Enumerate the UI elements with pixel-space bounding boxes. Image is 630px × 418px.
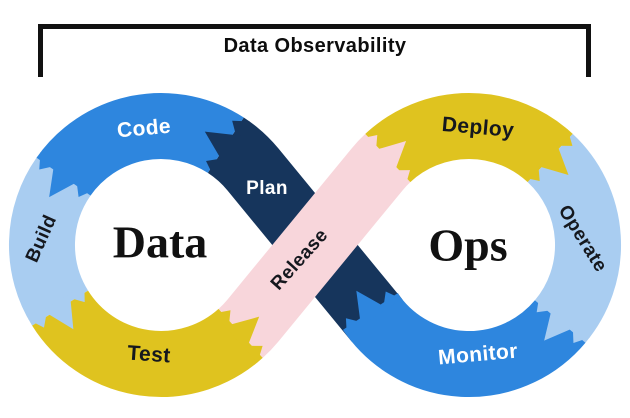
bracket-right-tick bbox=[586, 24, 591, 77]
segment-deploy-band bbox=[365, 93, 573, 183]
right-loop-word: Ops bbox=[428, 219, 508, 271]
bracket-left-tick bbox=[38, 24, 43, 77]
label-test: Test bbox=[126, 341, 172, 368]
bracket-top-bar bbox=[38, 24, 591, 29]
arrow-monitor-to-plan-icon bbox=[345, 290, 402, 336]
arrow-plan-to-code-icon bbox=[204, 120, 250, 177]
arrow-release-to-deploy-icon bbox=[360, 134, 411, 187]
label-code: Code bbox=[116, 114, 172, 143]
arrow-build-to-test-icon bbox=[28, 284, 85, 330]
diagram-title: Data Observability bbox=[223, 35, 407, 57]
segment-operate-band bbox=[526, 133, 622, 343]
segment-code-band bbox=[36, 93, 244, 197]
left-loop-word: Data bbox=[112, 216, 208, 268]
label-plan: Plan bbox=[246, 178, 288, 199]
arrow-operate-to-monitor-icon bbox=[536, 294, 590, 344]
segment-monitor-band bbox=[342, 292, 586, 398]
arrow-test-to-release-icon bbox=[213, 310, 263, 363]
arrow-deploy-to-operate-icon bbox=[522, 129, 573, 182]
segment-test-band bbox=[32, 289, 263, 397]
arrow-code-to-build-icon bbox=[39, 152, 95, 198]
